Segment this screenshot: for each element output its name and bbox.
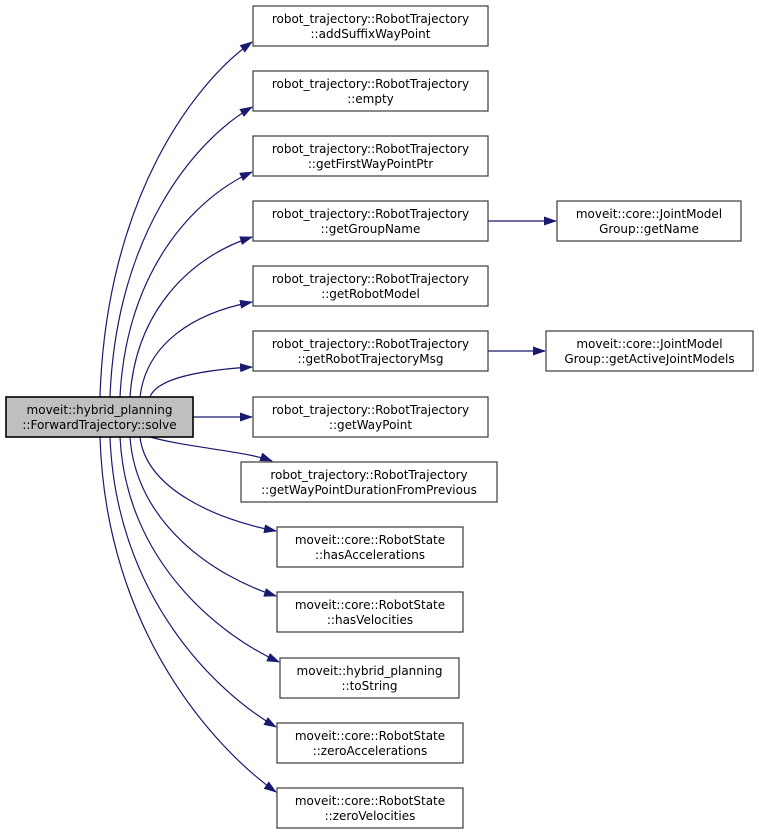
graph-node-box[interactable] xyxy=(279,657,460,699)
graph-node-box[interactable] xyxy=(252,200,489,242)
graph-node-box[interactable] xyxy=(252,135,489,177)
graph-node-label: moveit::core::RobotState::zeroAccelerati… xyxy=(295,729,445,758)
graph-node-box[interactable] xyxy=(276,787,464,829)
graph-node-box[interactable] xyxy=(276,591,464,633)
graph-node-zeroAccelerations[interactable]: moveit::core::RobotState::zeroAccelerati… xyxy=(276,722,464,764)
graph-node-empty[interactable]: robot_trajectory::RobotTrajectory::empty xyxy=(252,70,489,112)
graph-node-label: moveit::core::RobotState::zeroVelocities xyxy=(295,794,445,823)
graph-node-label: robot_trajectory::RobotTrajectory::getWa… xyxy=(272,403,469,432)
graph-node-box[interactable] xyxy=(252,396,489,438)
call-edge-solve-to-empty xyxy=(109,106,253,398)
graph-node-box[interactable] xyxy=(252,5,489,47)
graph-node-box[interactable] xyxy=(252,330,489,372)
graph-node-label: moveit::hybrid_planning::toString xyxy=(297,664,443,693)
graph-node-getFirstWayPointPtr[interactable]: robot_trajectory::RobotTrajectory::getFi… xyxy=(252,135,489,177)
call-edge-solve-to-toString xyxy=(119,436,280,663)
call-edge-solve-to-hasAccelerations xyxy=(139,436,277,534)
graph-node-box[interactable] xyxy=(276,722,464,764)
graph-node-label: robot_trajectory::RobotTrajectory::getWa… xyxy=(261,468,477,497)
call-edge-solve-to-getRobotTrajectoryMsg xyxy=(149,363,253,398)
graph-node-label: moveit::hybrid_planning::ForwardTrajecto… xyxy=(22,403,176,432)
graph-node-box xyxy=(5,396,194,438)
graph-node-getWayPointDurationFromPrevious[interactable]: robot_trajectory::RobotTrajectory::getWa… xyxy=(240,461,498,503)
graph-node-label: robot_trajectory::RobotTrajectory::getRo… xyxy=(272,337,469,366)
call-edge-solve-to-getRobotModel xyxy=(139,299,253,398)
graph-node-label: robot_trajectory::RobotTrajectory::getRo… xyxy=(272,272,469,301)
graph-node-label: robot_trajectory::RobotTrajectory::getGr… xyxy=(272,207,469,236)
call-edge-solve-to-getGroupName xyxy=(129,236,253,398)
call-edge-solve-to-addSuffixWayPoint xyxy=(99,41,253,398)
graph-node-label: robot_trajectory::RobotTrajectory::getFi… xyxy=(272,142,469,171)
graph-node-getWayPoint[interactable]: robot_trajectory::RobotTrajectory::getWa… xyxy=(252,396,489,438)
graph-node-label: robot_trajectory::RobotTrajectory::empty xyxy=(272,77,469,106)
graph-node-getRobotTrajectoryMsg[interactable]: robot_trajectory::RobotTrajectory::getRo… xyxy=(252,330,489,372)
graph-node-label: moveit::core::RobotState::hasAcceleratio… xyxy=(295,533,445,562)
graph-node-addSuffixWayPoint[interactable]: robot_trajectory::RobotTrajectory::addSu… xyxy=(252,5,489,47)
call-edge-solve-to-getFirstWayPointPtr xyxy=(119,171,253,398)
graph-node-zeroVelocities[interactable]: moveit::core::RobotState::zeroVelocities xyxy=(276,787,464,829)
graph-node-getGroupName[interactable]: robot_trajectory::RobotTrajectory::getGr… xyxy=(252,200,489,242)
call-edge-solve-to-zeroAccelerations xyxy=(109,436,277,728)
call-edge-solve-to-hasVelocities xyxy=(129,436,277,597)
graph-node-toString[interactable]: moveit::hybrid_planning::toString xyxy=(279,657,460,699)
graph-node-hasVelocities[interactable]: moveit::core::RobotState::hasVelocities xyxy=(276,591,464,633)
graph-node-solve: moveit::hybrid_planning::ForwardTrajecto… xyxy=(5,396,194,438)
graph-node-box[interactable] xyxy=(252,70,489,112)
graph-node-box[interactable] xyxy=(252,265,489,307)
call-edge-solve-to-zeroVelocities xyxy=(99,436,277,793)
graph-node-box[interactable] xyxy=(556,200,742,242)
graph-node-label: robot_trajectory::RobotTrajectory::addSu… xyxy=(272,12,469,41)
graph-node-hasAccelerations[interactable]: moveit::core::RobotState::hasAcceleratio… xyxy=(276,526,464,568)
graph-node-box[interactable] xyxy=(240,461,498,503)
graph-node-label: moveit::core::RobotState::hasVelocities xyxy=(295,598,445,627)
graph-node-box[interactable] xyxy=(545,330,754,372)
call-edge-solve-to-getWayPointDurationFromPrevious xyxy=(149,436,273,462)
graph-node-box[interactable] xyxy=(276,526,464,568)
graph-node-getRobotModel[interactable]: robot_trajectory::RobotTrajectory::getRo… xyxy=(252,265,489,307)
